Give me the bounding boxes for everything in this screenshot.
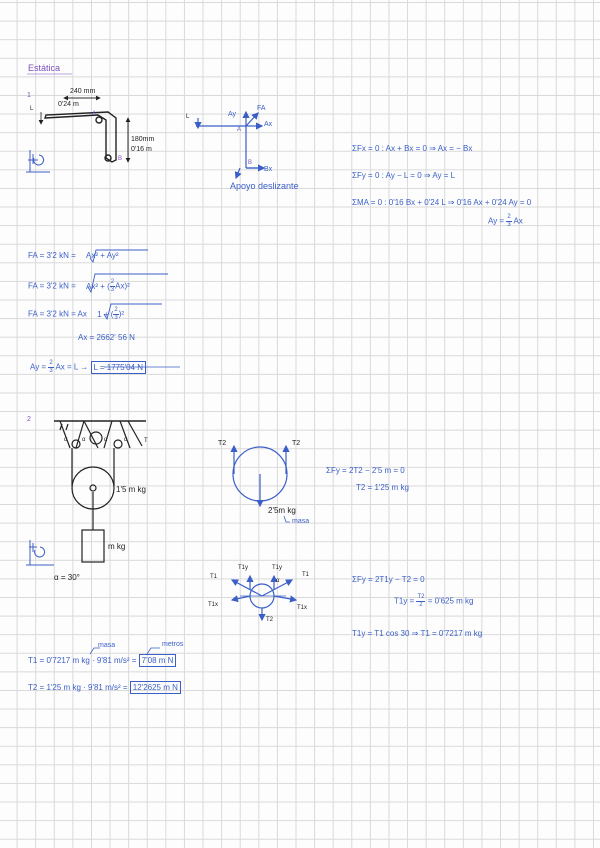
fbd-bracket: [194, 110, 266, 180]
eq-fa-1-root: Ax² + Ay²: [86, 251, 119, 260]
annotation-marks: [89, 647, 160, 655]
t1-calculation: T1 = 0'7217 m kg · 9'81 m/s² = 7'08 m N: [28, 654, 177, 667]
eq-sum-fy-2: ΣFy = 2T2 − 2'5 m = 0: [326, 466, 405, 475]
eq-t1y-right: = 0'625 m kg: [427, 596, 474, 606]
eq-ay-final-mid: Ax = L →: [55, 362, 89, 372]
fbd-label-fa: FA: [257, 105, 266, 112]
eq-sum-fx: ΣFx = 0 : Ax + Bx = 0 ⇒ Ax = − Bx: [352, 144, 473, 153]
fbd-label-a: A: [237, 127, 242, 133]
eq-fa-2-root-b: Ax)²: [115, 281, 130, 291]
eq-fa-2-frac-num: 2: [109, 279, 116, 287]
bracket-label-a: A: [92, 111, 97, 117]
node-alpha: α: [276, 578, 280, 584]
alpha-1: α: [64, 437, 68, 443]
fbd-label-ax: Ax: [264, 121, 273, 128]
bracket-label-l: L: [30, 106, 34, 112]
eq-sum-ma: ΣMA = 0 : 0'16 Bx + 0'24 L ⇒ 0'16 Ax + 0…: [352, 198, 532, 207]
node-t1x-left: T1x: [208, 602, 219, 608]
eq-ay-right: Ax: [513, 216, 523, 226]
problem-number-1: 1: [27, 92, 31, 99]
eq-ay-final-den: 3: [49, 368, 53, 374]
eq-sum-fy: ΣFy = 0 : Ay − L = 0 ⇒ Ay = L: [352, 171, 456, 180]
t2-calc-text: T2 = 1'25 m kg · 9'81 m/s² =: [28, 683, 128, 692]
eq-fa-3-root-b: )²: [118, 309, 125, 319]
dim-horizontal-m: 0'24 m: [58, 101, 79, 108]
axes-icon-1: [26, 150, 50, 173]
pulley-weight: 2'5m kg: [268, 506, 296, 515]
result-l-box: L = 1775'04 N: [90, 360, 147, 374]
axes-icon-2: [26, 540, 54, 566]
mass-small-label: m kg: [108, 542, 126, 551]
fbd-label-bx: Bx: [264, 166, 273, 173]
alpha-3: α: [104, 437, 108, 443]
eq-t1y-cos: T1y = T1 cos 30 ⇒ T1 = 0'7217 m kg: [352, 629, 483, 638]
dim-vertical: 180mm: [131, 136, 155, 143]
eq-fa-1: FA = 3'2 kN = Ax² + Ay²: [28, 252, 119, 260]
pulley-weight-note: masa: [292, 518, 310, 525]
dim-vertical-m: 0'16 m: [131, 146, 152, 153]
fbd-label-ay: Ay: [228, 111, 237, 118]
fbd-caption: Apoyo deslizante: [230, 181, 299, 191]
note-masa: masa: [98, 642, 116, 649]
eq-fa-3-left: FA = 3'2 kN = Ax: [28, 309, 87, 319]
node-t1y-left: T1y: [238, 565, 249, 571]
pulley-system: [54, 420, 146, 563]
note-metros: metros: [162, 641, 184, 648]
node-t1y-right: T1y: [272, 565, 283, 571]
bracket-label-b: B: [118, 156, 123, 162]
t1-result-box: 7'08 m N: [138, 654, 177, 667]
eq-ay-num: 2: [506, 214, 512, 222]
eq-t1y-left: T1y =: [394, 596, 415, 606]
eq-fa-2-root-a: Ax² + (: [86, 281, 110, 291]
node-t1-left: T1: [210, 574, 218, 580]
pulley-fbd: [230, 444, 290, 523]
pulley-t2-left: T2: [218, 440, 227, 447]
eq-ay-den: 3: [507, 222, 511, 228]
radical-signs: [87, 249, 168, 321]
eq-t2: T2 = 1'25 m kg: [356, 483, 409, 492]
eq-t1y-den: 2: [419, 602, 423, 608]
eq-t1y-num: T2: [416, 594, 426, 602]
node-t1x-right: T1x: [297, 605, 308, 611]
eq-fa-3-frac-num: 2: [113, 307, 119, 315]
eq-fa-3-root-a: 1 + (: [97, 309, 114, 319]
eq-ay-final-left: Ay =: [30, 362, 47, 372]
alpha-value: α = 30°: [54, 573, 80, 582]
t2-calculation: T2 = 1'25 m kg · 9'81 m/s² = 12'2625 m N: [28, 681, 181, 694]
t2-result-box: 12'2625 m N: [129, 681, 181, 694]
eq-fa-2-left: FA = 3'2 kN =: [28, 281, 76, 291]
label-t: T: [144, 438, 148, 444]
eq-ay-final-num: 2: [48, 360, 54, 368]
dim-horizontal: 240 mm: [70, 88, 96, 95]
node-t1-right: T1: [302, 572, 310, 578]
node-fbd: [230, 574, 298, 622]
node-t2: T2: [266, 617, 274, 623]
eq-ay-left: Ay =: [488, 216, 505, 226]
mass-big-label: 1'5 m kg: [116, 485, 146, 494]
pulley-t2-right: T2: [292, 440, 301, 447]
eq-fa-3-frac-den: 3: [114, 315, 118, 321]
eq-fa-1-left: FA = 3'2 kN =: [28, 251, 76, 260]
eq-fa-2-frac-den: 3: [110, 287, 115, 293]
page-title: Estática: [28, 63, 61, 73]
alpha-4: α: [124, 437, 128, 443]
eq-ax-result: Ax = 2662' 56 N: [78, 333, 135, 342]
fbd-label-b: B: [248, 160, 253, 166]
alpha-2: α: [82, 437, 86, 443]
fbd-label-l: L: [186, 114, 190, 120]
problem-number-2: 2: [27, 416, 31, 423]
eq-sum-fy-3: ΣFy = 2T1y − T2 = 0: [352, 575, 425, 584]
t1-calc-text: T1 = 0'7217 m kg · 9'81 m/s² =: [28, 656, 137, 665]
bracket-drawing: [38, 95, 131, 163]
